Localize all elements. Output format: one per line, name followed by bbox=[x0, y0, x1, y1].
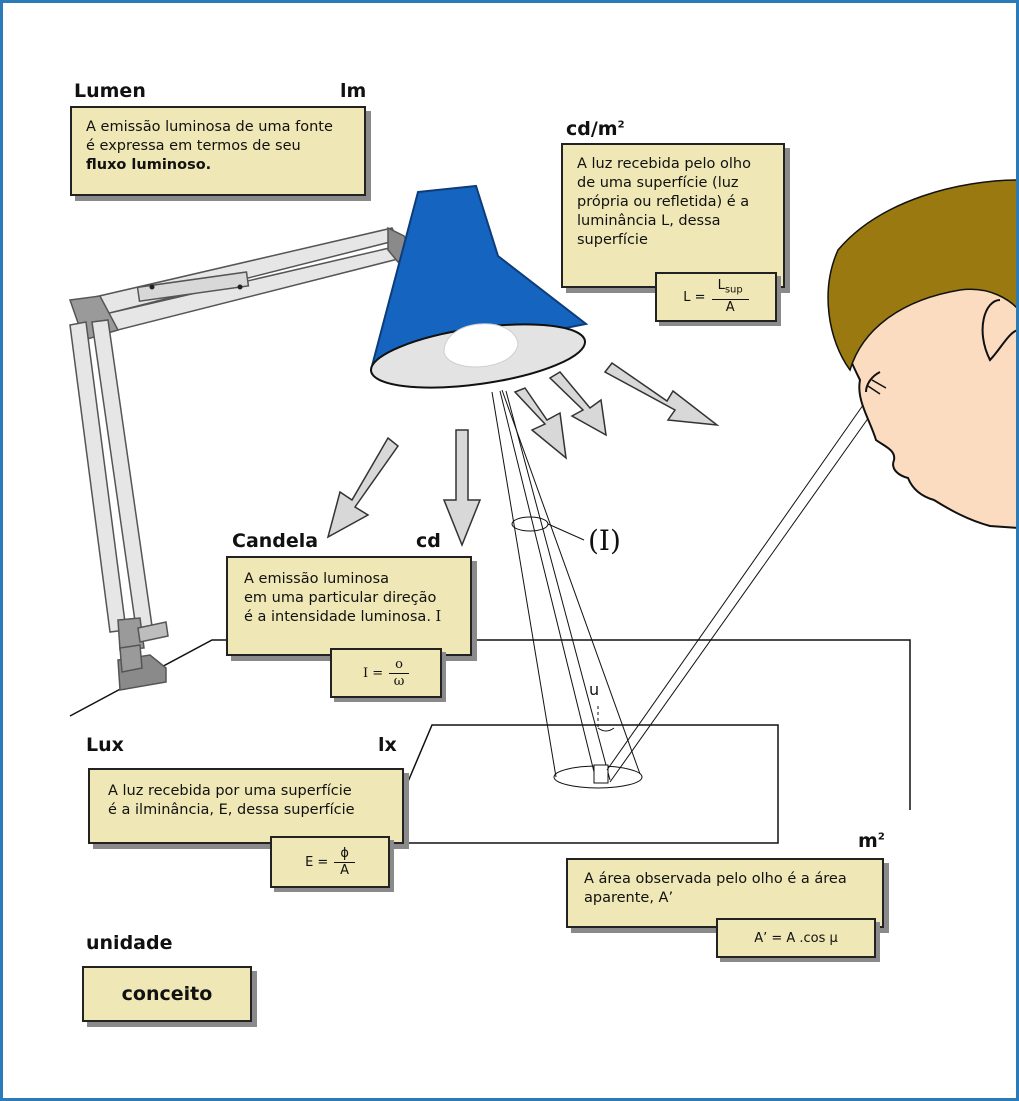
intensity-label: (I) bbox=[588, 524, 621, 557]
area-unit-sup: 2 bbox=[877, 831, 885, 843]
candela-fraction: o ω bbox=[389, 657, 409, 690]
lux-formula: E = ϕ A bbox=[270, 836, 390, 888]
luminance-num-sub: sup bbox=[724, 284, 743, 296]
legend-unit-label: unidade bbox=[86, 932, 173, 954]
angle-label: u bbox=[589, 680, 600, 699]
candela-text-1: A emissão luminosa bbox=[244, 571, 389, 587]
candela-formula-num: o bbox=[389, 657, 409, 674]
lumen-unit: lm bbox=[340, 80, 367, 102]
candela-unit: cd bbox=[416, 530, 441, 552]
lux-text-2: é a ilminância, E, dessa superfície bbox=[108, 802, 355, 818]
luminance-num-symbol: L bbox=[717, 278, 725, 294]
illuminated-surface bbox=[380, 724, 779, 844]
lux-formula-num: ϕ bbox=[334, 846, 355, 863]
area-formula-text: A’ = A .cos μ bbox=[754, 930, 838, 946]
luminance-text: A luz recebida pelo olho de uma superfíc… bbox=[577, 156, 751, 248]
area-text-1: A área observada pelo olho é a área bbox=[584, 871, 847, 887]
area-unit: m2 bbox=[858, 830, 885, 852]
candela-text-3-symbol: I bbox=[435, 609, 442, 625]
lamp-shade bbox=[369, 184, 589, 389]
candela-text-3: é a intensidade luminosa. I bbox=[244, 608, 454, 627]
legend-concept-box: conceito bbox=[82, 966, 252, 1022]
candela-title: Candela bbox=[232, 530, 319, 552]
area-text-2: aparente, A’ bbox=[584, 890, 674, 906]
lux-formula-lhs: E = bbox=[305, 854, 329, 870]
luminance-box: A luz recebida pelo olho de uma superfíc… bbox=[561, 143, 785, 288]
area-box: A área observada pelo olho é a área apar… bbox=[566, 858, 884, 928]
candela-formula-den: ω bbox=[393, 673, 405, 689]
luminance-unit-base: cd/m bbox=[566, 118, 618, 140]
luminance-unit-sup: 2 bbox=[617, 119, 625, 131]
candela-box: A emissão luminosa em uma particular dir… bbox=[226, 556, 472, 656]
lamp-arm bbox=[68, 226, 413, 691]
lux-text-1: A luz recebida por uma superfície bbox=[108, 783, 352, 799]
luminance-fraction: Lsup A bbox=[711, 278, 749, 316]
lumen-text-2: é expressa em termos de seu bbox=[86, 138, 301, 154]
legend-concept-label: conceito bbox=[121, 982, 213, 1005]
luminance-unit: cd/m2 bbox=[566, 118, 625, 140]
lux-formula-den: A bbox=[340, 862, 350, 878]
lumen-box: A emissão luminosa de uma fonte é expres… bbox=[70, 106, 366, 196]
luminance-formula-den: A bbox=[725, 299, 735, 315]
luminance-formula-lhs: L = bbox=[683, 289, 706, 305]
lumen-text-1: A emissão luminosa de uma fonte bbox=[86, 119, 333, 135]
flux-arrows bbox=[326, 361, 720, 548]
lux-title: Lux bbox=[86, 734, 124, 756]
observer-head bbox=[827, 178, 1019, 530]
lumen-title: Lumen bbox=[74, 80, 146, 102]
lux-fraction: ϕ A bbox=[334, 846, 355, 879]
candela-text-2: em uma particular direção bbox=[244, 590, 437, 606]
candela-text-3-words: é a intensidade luminosa. bbox=[244, 609, 431, 625]
area-unit-base: m bbox=[858, 830, 878, 852]
lux-box: A luz recebida por uma superfície é a il… bbox=[88, 768, 404, 844]
area-formula: A’ = A .cos μ bbox=[716, 918, 876, 958]
light-cone bbox=[491, 389, 875, 789]
luminance-formula: L = Lsup A bbox=[655, 272, 777, 322]
luminance-formula-num: Lsup bbox=[711, 278, 749, 300]
candela-formula: I = o ω bbox=[330, 648, 442, 698]
lumen-text-bold: fluxo luminoso. bbox=[86, 157, 212, 173]
lux-unit: lx bbox=[378, 734, 397, 756]
candela-formula-lhs: I = bbox=[363, 665, 384, 681]
